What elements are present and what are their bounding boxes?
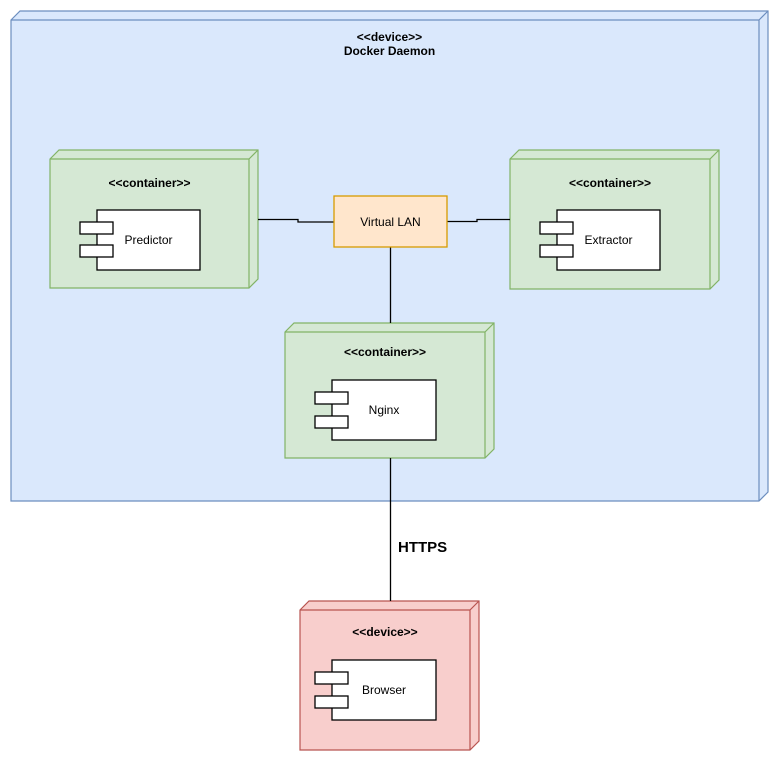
nginx-component-body bbox=[331, 379, 437, 441]
docker-daemon-cube-outline bbox=[10, 10, 769, 502]
extractor-component-tab-top bbox=[539, 221, 574, 235]
nginx-container-cube-folds bbox=[285, 322, 495, 458]
https-edge-label: HTTPS bbox=[398, 539, 448, 556]
docker-daemon-cube-folds bbox=[11, 10, 769, 501]
predictor-container-cube-folds bbox=[50, 149, 259, 288]
edge-lan-to-extractor bbox=[447, 218, 510, 223]
docker-daemon-device-node bbox=[10, 10, 769, 502]
docker-daemon-stereotype: <<device>> bbox=[356, 30, 423, 44]
browser-device-stereotype: <<device>> bbox=[352, 625, 418, 639]
extractor-container-cube-folds bbox=[510, 149, 720, 289]
predictor-container-stereotype: <<container>> bbox=[108, 176, 191, 190]
nginx-component-label: Nginx bbox=[368, 403, 400, 417]
extractor-component-tab-bottom bbox=[539, 244, 574, 258]
edge-predictor-to-lan bbox=[258, 218, 334, 223]
predictor-component-body bbox=[96, 209, 201, 271]
browser-component-body bbox=[331, 659, 437, 721]
docker-daemon-name: Docker Daemon bbox=[343, 43, 436, 58]
docker-daemon-label: <<device>> Docker Daemon bbox=[11, 30, 768, 58]
nginx-container-stereotype: <<container>> bbox=[343, 345, 427, 359]
virtual-lan-label: Virtual LAN bbox=[360, 214, 421, 229]
nginx-component-shape bbox=[314, 379, 437, 441]
extractor-container-stereotype: <<container>> bbox=[568, 176, 652, 190]
browser-component-tab-top bbox=[314, 671, 349, 685]
browser-component-shape bbox=[314, 659, 437, 721]
virtual-lan-shape bbox=[333, 195, 448, 248]
nginx-component-tab-top bbox=[314, 391, 349, 405]
extractor-component-body bbox=[556, 209, 661, 271]
predictor-component-tab-bottom bbox=[79, 244, 114, 258]
predictor-component-tab-top bbox=[79, 221, 114, 235]
predictor-component-shape bbox=[79, 209, 201, 271]
browser-component-tab-bottom bbox=[314, 695, 349, 709]
browser-component-label: Browser bbox=[361, 683, 406, 697]
extractor-component-shape bbox=[539, 209, 661, 271]
extractor-component-label: Extractor bbox=[584, 233, 633, 247]
nginx-component-tab-bottom bbox=[314, 415, 349, 429]
predictor-component-label: Predictor bbox=[124, 233, 173, 247]
browser-device-cube-folds bbox=[300, 600, 480, 750]
connector-edges bbox=[258, 218, 510, 601]
